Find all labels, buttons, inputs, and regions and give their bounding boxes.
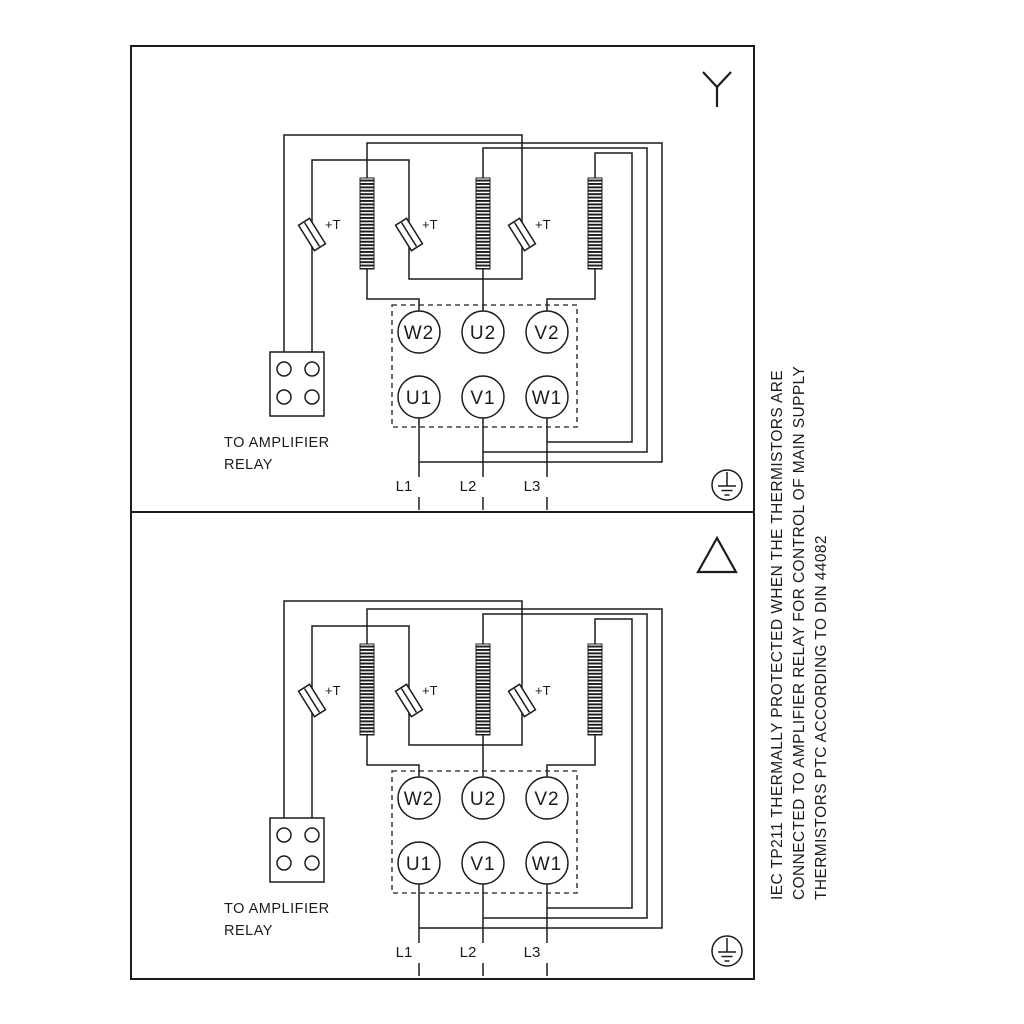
- thermistor-3: +T: [507, 217, 551, 252]
- terminal-v2: [525, 310, 569, 354]
- wiring: [283, 600, 663, 976]
- diagram-frame: +T +T +T: [130, 45, 755, 980]
- supply-label-l1: L1: [396, 944, 413, 961]
- relay-caption-line2: RELAY: [224, 923, 273, 939]
- terminal-block: W2 U2 V2 U1 V1 W1: [391, 304, 578, 428]
- terminal-label-w2: W2: [404, 789, 435, 810]
- terminal-u1: [397, 375, 441, 419]
- supply-label-l2: L2: [460, 944, 477, 961]
- panel-delta: +T +T +T: [224, 535, 743, 976]
- terminal-label-v2: V2: [534, 323, 559, 344]
- thermistor-label: +T: [535, 217, 551, 232]
- amplifier-relay-connector: [269, 351, 325, 417]
- terminal-w2: [397, 310, 441, 354]
- thermistor-label: +T: [325, 683, 341, 698]
- star-symbol-icon: [702, 71, 732, 107]
- terminal-v1: [461, 841, 505, 885]
- supply-label-l2: L2: [460, 478, 477, 495]
- terminal-u1: [397, 841, 441, 885]
- terminal-label-u2: U2: [470, 323, 496, 344]
- ground-icon: [711, 469, 743, 501]
- panel-divider: [132, 511, 753, 513]
- panel-star: +T +T +T: [224, 71, 743, 510]
- winding-coil-icon: [587, 643, 603, 736]
- thermistor-3: +T: [507, 683, 551, 718]
- thermistor-1: +T: [297, 683, 341, 718]
- terminal-block: W2 U2 V2 U1 V1 W1: [391, 770, 578, 894]
- terminal-w1: [525, 375, 569, 419]
- motor-windings: [359, 643, 603, 736]
- terminal-label-w1: W1: [532, 854, 563, 875]
- terminal-w2: [397, 776, 441, 820]
- relay-caption-line2: RELAY: [224, 457, 273, 473]
- thermistor-label: +T: [422, 217, 438, 232]
- terminal-u2: [461, 776, 505, 820]
- ground-icon: [711, 935, 743, 967]
- terminal-label-u1: U1: [406, 854, 432, 875]
- winding-coil-icon: [587, 177, 603, 270]
- relay-caption-line1: TO AMPLIFIER: [224, 435, 330, 451]
- amplifier-relay-connector: [269, 817, 325, 883]
- winding-coil-icon: [359, 177, 375, 270]
- terminal-label-u2: U2: [470, 789, 496, 810]
- supply-label-l3: L3: [524, 478, 541, 495]
- terminal-u2: [461, 310, 505, 354]
- thermistor-label: +T: [325, 217, 341, 232]
- terminal-label-u1: U1: [406, 388, 432, 409]
- terminal-v1: [461, 375, 505, 419]
- terminal-label-v1: V1: [470, 388, 495, 409]
- terminal-v2: [525, 776, 569, 820]
- motor-windings: [359, 177, 603, 270]
- winding-coil-icon: [475, 177, 491, 270]
- side-note-line2: CONNECTED TO AMPLIFIER RELAY FOR CONTROL…: [791, 365, 808, 900]
- winding-coil-icon: [475, 643, 491, 736]
- thermistor-label: +T: [535, 683, 551, 698]
- terminal-label-w2: W2: [404, 323, 435, 344]
- wiring: [283, 134, 663, 510]
- terminal-label-v1: V1: [470, 854, 495, 875]
- winding-coil-icon: [359, 643, 375, 736]
- thermistor-2: +T: [394, 683, 438, 718]
- delta-symbol-icon: [696, 535, 738, 574]
- thermistor-1: +T: [297, 217, 341, 252]
- thermistor-label: +T: [422, 683, 438, 698]
- thermistor-2: +T: [394, 217, 438, 252]
- supply-label-l3: L3: [524, 944, 541, 961]
- terminal-label-v2: V2: [534, 789, 559, 810]
- side-note: IEC TP211 THERMALLY PROTECTED WHEN THE T…: [767, 360, 833, 900]
- supply-label-l1: L1: [396, 478, 413, 495]
- terminal-w1: [525, 841, 569, 885]
- relay-caption-line1: TO AMPLIFIER: [224, 901, 330, 917]
- side-note-line3: THERMISTORS PTC ACCORDING TO DIN 44082: [813, 535, 830, 900]
- side-note-line1: IEC TP211 THERMALLY PROTECTED WHEN THE T…: [769, 369, 786, 900]
- terminal-label-w1: W1: [532, 388, 563, 409]
